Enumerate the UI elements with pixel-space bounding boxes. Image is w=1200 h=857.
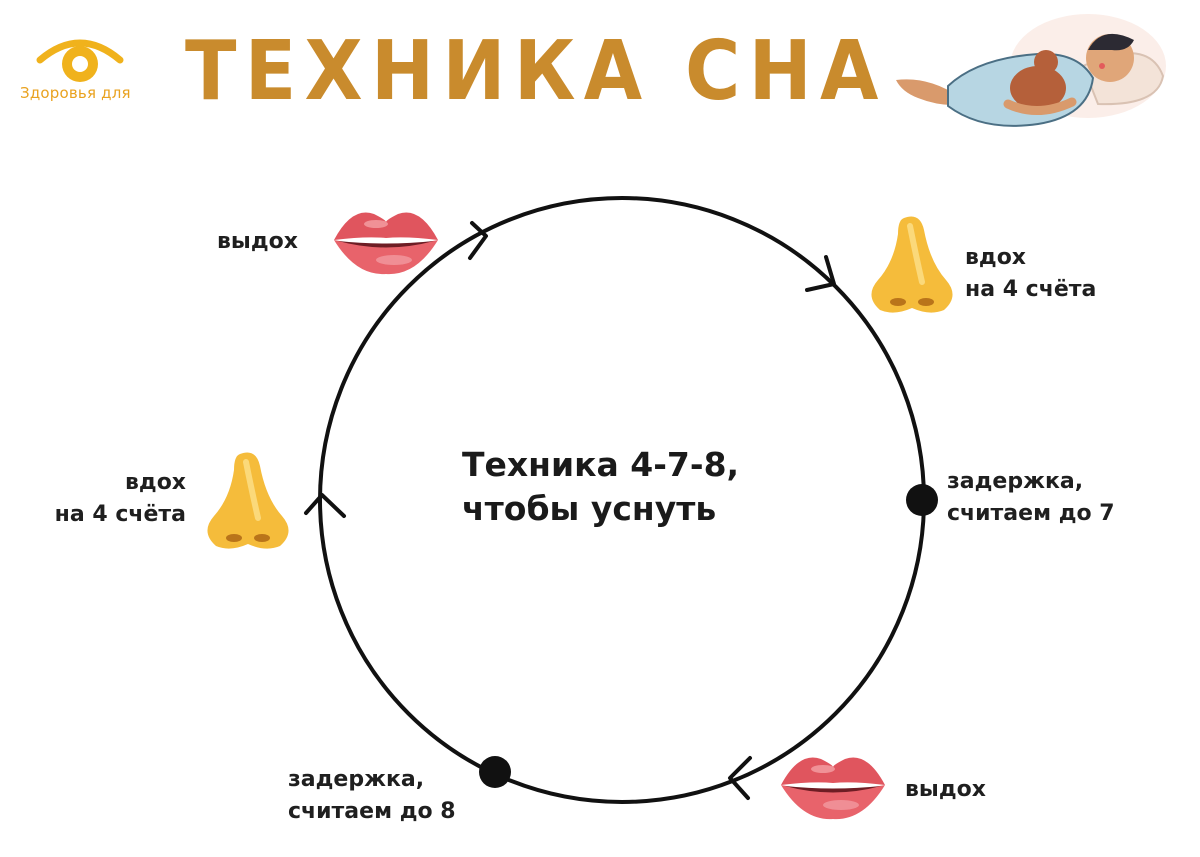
arrow-top-icon [468, 221, 488, 260]
header: Здоровья для ТЕХНИКА СНА [0, 0, 1200, 140]
exhale-bottom-label: выдох [905, 777, 986, 802]
lips-icon [781, 757, 885, 820]
page-title: ТЕХНИКА СНА [185, 24, 887, 119]
inhale-right-label: вдох на 4 счёта [965, 245, 1097, 302]
arrow-left-icon [304, 493, 346, 518]
eye-logo-icon [36, 39, 124, 82]
exhale-top-label: выдох [217, 229, 298, 254]
inhale-left-label: вдох на 4 счёта [54, 470, 186, 527]
nose-icon [871, 216, 953, 313]
lips-icon [334, 212, 438, 275]
sleeping-person-illustration [896, 14, 1166, 127]
logo-text: Здоровья для [20, 84, 131, 102]
hold-dot-bottom [479, 756, 511, 788]
hold-right-label: задержка, считаем до 7 [947, 469, 1115, 526]
arrow-upper-right-icon [805, 255, 836, 292]
hold-bottom-label: задержка, считаем до 8 [288, 767, 456, 824]
arrow-lower-right-icon [728, 756, 752, 800]
nose-icon [207, 452, 289, 549]
hold-dot-right [906, 484, 938, 516]
center-title: Техника 4-7-8, чтобы уснуть [462, 445, 740, 528]
